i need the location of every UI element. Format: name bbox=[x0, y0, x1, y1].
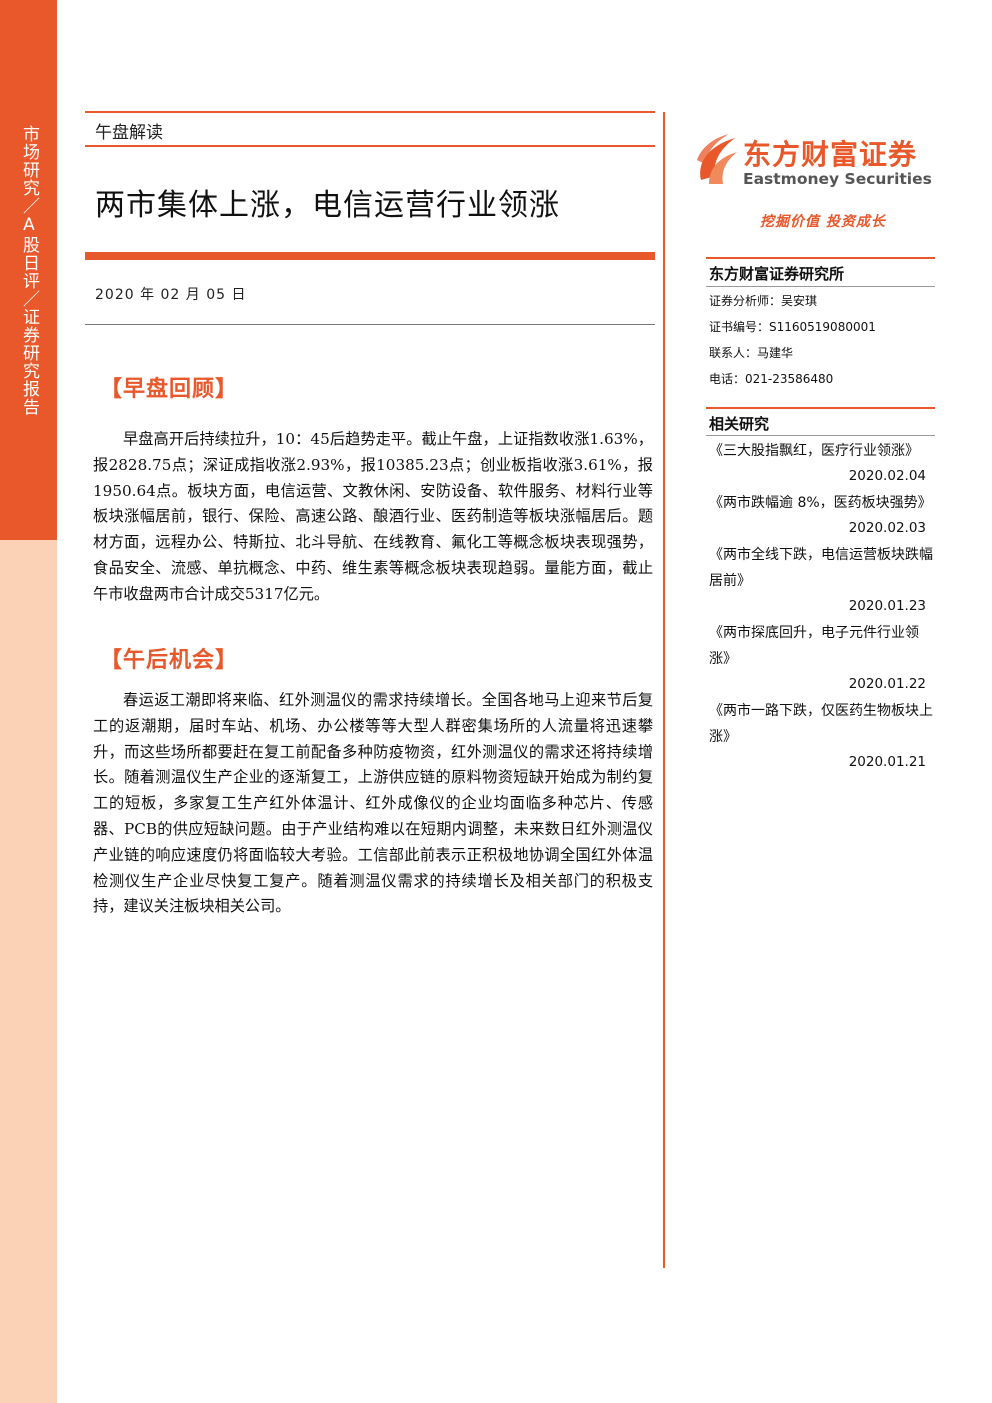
section-heading-morning: 【早盘回顾】 bbox=[100, 377, 239, 402]
analyst-name: 证券分析师：吴安琪 bbox=[709, 294, 818, 308]
report-date: 2020 年 02 月 05 日 bbox=[95, 287, 247, 303]
section-body-morning: 早盘高开后持续拉升，10：45后趋势走平。截止午盘，上证指数收涨1.63%，报2… bbox=[93, 430, 653, 603]
brand-slogan: 挖掘价值 投资成长 bbox=[760, 214, 886, 230]
related-item-date: 2020.01.23 bbox=[848, 598, 926, 614]
related-item-title[interactable]: 《两市跌幅逾 8%，医药板块强势》 bbox=[709, 495, 932, 511]
column-divider bbox=[663, 112, 665, 1268]
tag-rule bbox=[85, 145, 655, 147]
page-title: 两市集体上涨，电信运营行业领涨 bbox=[95, 188, 560, 223]
flame-swoosh-icon bbox=[697, 134, 737, 184]
contact-person: 联系人：马建华 bbox=[709, 346, 794, 360]
institute-rule bbox=[706, 257, 935, 259]
related-heading: 相关研究 bbox=[709, 415, 770, 433]
related-item-title[interactable]: 《两市全线下跌，电信运营板块跌幅居前》 bbox=[709, 547, 933, 589]
section-tag: 午盘解读 bbox=[95, 123, 163, 143]
date-rule bbox=[85, 324, 655, 325]
institute-sub-rule bbox=[706, 286, 935, 287]
related-sub-rule bbox=[706, 435, 935, 436]
related-item-title[interactable]: 《两市一路下跌，仅医药生物板块上涨》 bbox=[709, 703, 933, 745]
related-item-date: 2020.01.22 bbox=[848, 676, 926, 692]
related-item-date: 2020.01.21 bbox=[848, 754, 926, 770]
side-band-accent bbox=[0, 0, 57, 540]
side-band-light bbox=[0, 540, 57, 1403]
side-band-label: 市场研究／A股日评／证券研究报告 bbox=[19, 125, 39, 416]
cert-number: 证书编号：S1160519080001 bbox=[709, 320, 876, 334]
related-item-title[interactable]: 《三大股指飘红，医疗行业领涨》 bbox=[709, 443, 919, 459]
title-thick-rule bbox=[85, 252, 655, 260]
top-rule bbox=[85, 111, 655, 113]
related-item-title[interactable]: 《两市探底回升，电子元件行业领涨》 bbox=[709, 625, 919, 667]
section-heading-afternoon: 【午后机会】 bbox=[100, 648, 239, 673]
brand-name-cn: 东方财富证券 bbox=[743, 138, 918, 171]
brand-logo: 东方财富证券 Eastmoney Securities bbox=[695, 130, 940, 192]
related-item-date: 2020.02.03 bbox=[848, 520, 926, 536]
section-body-afternoon: 春运返工潮即将来临、红外测温仪的需求持续增长。全国各地马上迎来节后复工的返潮期，… bbox=[93, 691, 653, 916]
brand-name-en: Eastmoney Securities bbox=[743, 170, 932, 188]
related-item-date: 2020.02.04 bbox=[848, 468, 926, 484]
related-rule bbox=[706, 407, 935, 409]
phone-number: 电话：021-23586480 bbox=[709, 372, 834, 386]
institute-name: 东方财富证券研究所 bbox=[709, 265, 845, 283]
